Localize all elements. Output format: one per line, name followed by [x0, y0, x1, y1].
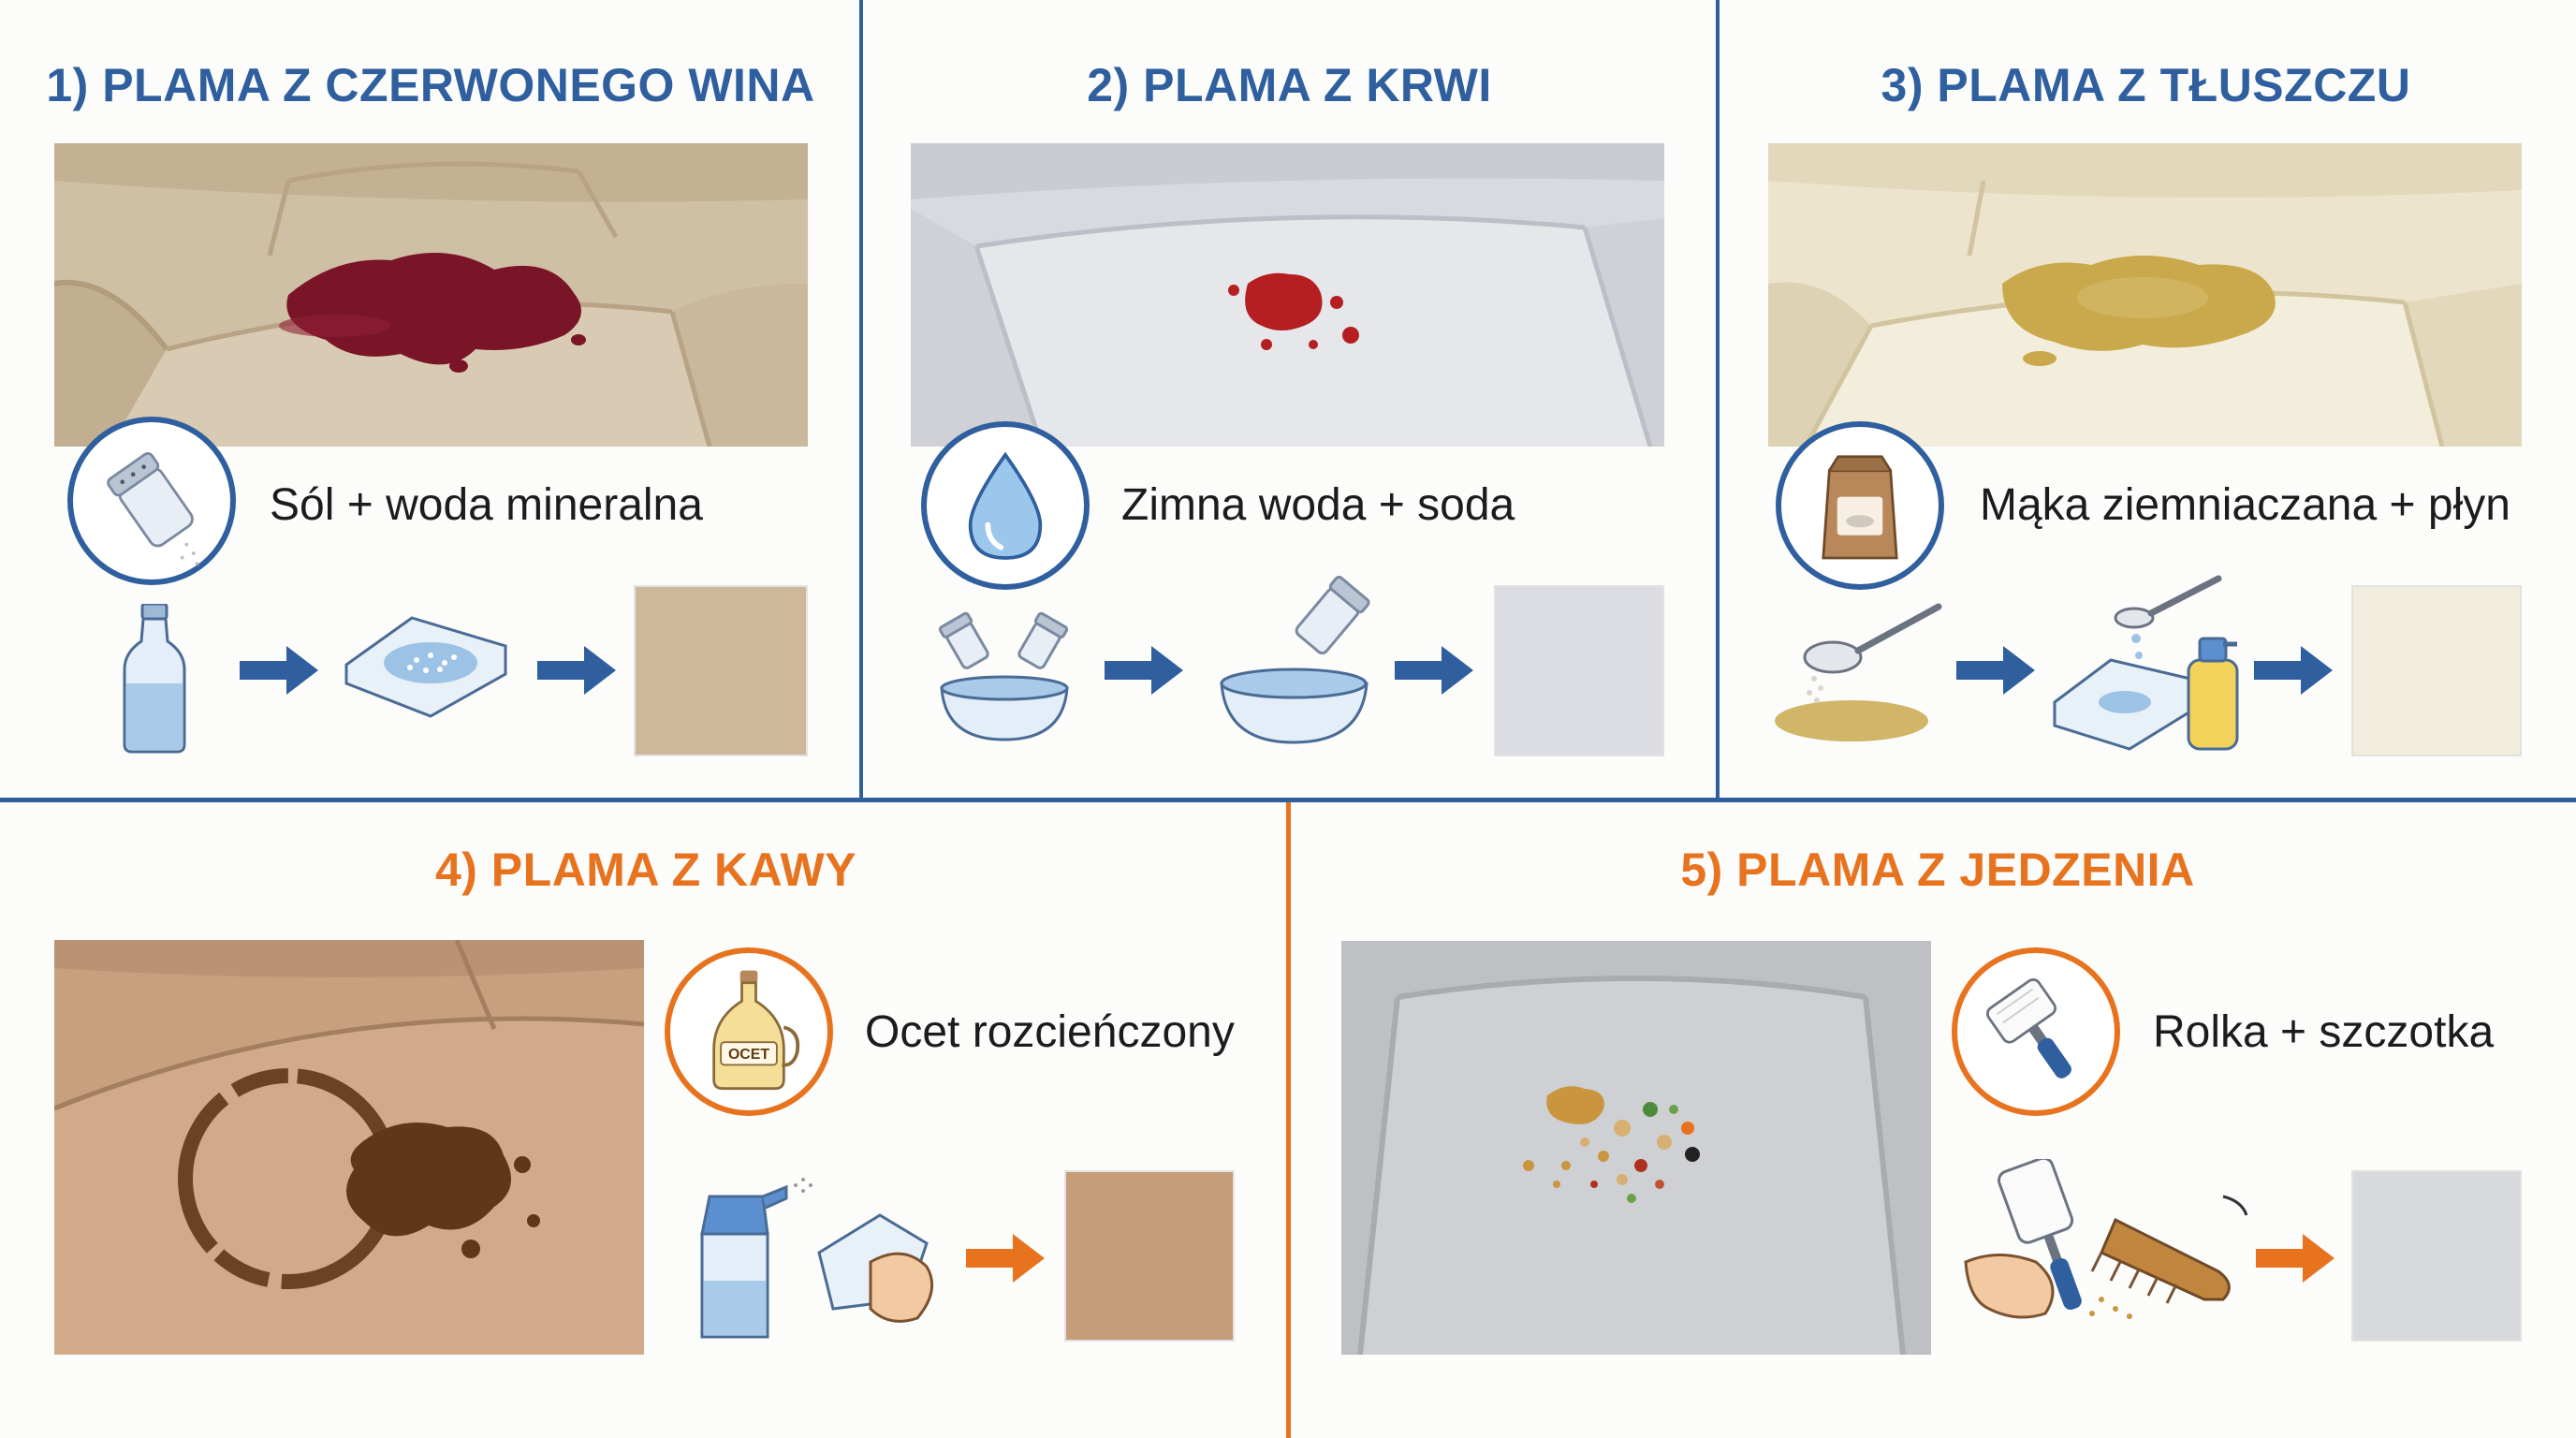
water-drop-icon — [921, 421, 1090, 590]
flour-bag-icon — [1776, 421, 1944, 590]
result-swatch-grease — [2351, 585, 2522, 756]
divider-horizontal — [0, 798, 2576, 802]
result-swatch-blood — [1494, 585, 1664, 756]
arrow-right-icon-6 — [2254, 646, 2333, 695]
salt-shaker-icon — [67, 417, 236, 585]
panel-title-wine: 1) PLAMA Z CZERWONEGO WINA — [46, 59, 815, 111]
food-stain-photo — [1341, 941, 1931, 1355]
panel-title-coffee: 4) PLAMA Z KAWY — [434, 844, 857, 896]
arrow-right-icon-2 — [537, 646, 616, 695]
grease-stain-photo — [1768, 143, 2522, 447]
panel-title-blood: 2) PLAMA Z KRWI — [1087, 59, 1492, 111]
roller-and-brush-icon — [1961, 1159, 2270, 1328]
coffee-stain-photo — [54, 940, 644, 1355]
divider-vertical-1 — [859, 0, 863, 798]
divider-vertical-2 — [1716, 0, 1720, 798]
panel-title-food: 5) PLAMA Z JEDZENIA — [1680, 844, 2195, 896]
water-bottle-icon — [117, 604, 192, 754]
divider-vertical-3 — [1286, 802, 1291, 1438]
arrow-right-icon-5 — [1956, 646, 2035, 695]
cloth-with-salt-icon — [337, 609, 515, 721]
vinegar-bottle-icon: OCET — [665, 947, 833, 1116]
arrow-right-icon — [240, 646, 318, 695]
result-swatch-wine — [634, 585, 808, 756]
vinegar-label: OCET — [728, 1047, 769, 1063]
method-label-coffee: Ocet rozcieńczony — [865, 1007, 1235, 1057]
arrow-right-icon-4 — [1395, 646, 1473, 695]
spray-and-cloth-icon — [693, 1159, 945, 1342]
method-label-wine: Sól + woda mineralna — [270, 480, 703, 530]
result-swatch-coffee — [1064, 1170, 1235, 1342]
arrow-right-icon-7 — [966, 1234, 1045, 1283]
cloth-and-detergent-icon — [2050, 571, 2247, 754]
method-label-food: Rolka + szczotka — [2153, 1007, 2495, 1057]
result-swatch-food — [2351, 1170, 2522, 1342]
lint-roller-icon — [1952, 947, 2120, 1116]
bowl-pouring-soda-icon — [1212, 576, 1376, 744]
bowl-with-shakers-icon — [934, 609, 1075, 744]
spoon-with-flour-icon — [1772, 599, 1950, 749]
method-label-blood: Zimna woda + soda — [1121, 480, 1515, 530]
method-label-grease: Mąka ziemniaczana + płyn — [1980, 480, 2510, 530]
arrow-right-icon-3 — [1105, 646, 1183, 695]
panel-title-grease: 3) PLAMA Z TŁUSZCZU — [1881, 59, 2411, 111]
wine-stain-photo — [54, 143, 808, 447]
arrow-right-icon-8 — [2256, 1234, 2334, 1283]
blood-stain-photo — [911, 143, 1664, 447]
